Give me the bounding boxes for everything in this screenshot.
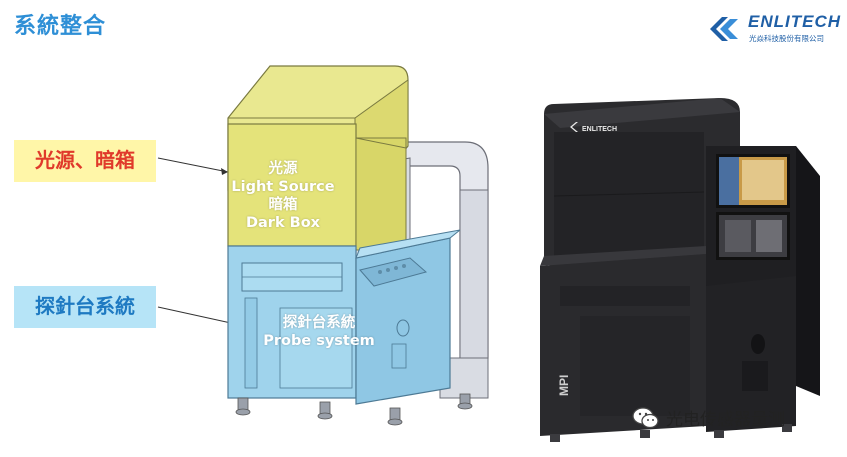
dark-box-cn: 暗箱 xyxy=(268,197,298,213)
photo-brand-plate: ENLITECH xyxy=(582,126,617,133)
enlitech-logo-icon xyxy=(710,17,738,41)
photo-side-label: MPI xyxy=(557,375,571,396)
machine-photo: ENLITECH MPI xyxy=(540,98,820,442)
label-probe-system: 探針台系統 xyxy=(14,286,156,328)
photo-logo-icon xyxy=(570,122,578,132)
probe-en: Probe system xyxy=(263,333,375,349)
light-source-en: Light Source xyxy=(231,179,335,195)
light-source-dark-box-caption: 光源 Light Source 暗箱 Dark Box xyxy=(222,160,344,232)
logo-subtitle: 光焱科技股份有限公司 xyxy=(749,34,824,43)
label-light-dark-box: 光源、暗箱 xyxy=(14,140,156,182)
company-logo: ENLITECH 光焱科技股份有限公司 xyxy=(708,12,841,46)
logo-brand-text: ENLITECH xyxy=(748,12,841,31)
wechat-watermark: 光电传感器量测 xyxy=(632,405,785,430)
wechat-icon xyxy=(632,406,659,428)
probe-cn: 探針台系統 xyxy=(282,315,356,331)
watermark-text: 光电传感器量测 xyxy=(666,410,785,430)
light-source-cn: 光源 xyxy=(268,161,298,177)
cad-machine-drawing xyxy=(227,65,489,426)
slide-title: 系統整合 xyxy=(14,14,107,39)
dark-box-en: Dark Box xyxy=(245,215,321,231)
probe-system-caption: 探針台系統 Probe system xyxy=(248,314,390,350)
